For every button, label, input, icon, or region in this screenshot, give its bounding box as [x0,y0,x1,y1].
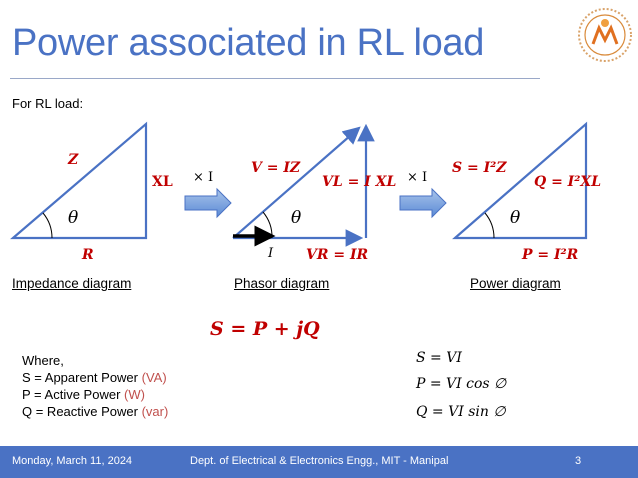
main-equation: S = P + jQ [210,318,320,340]
arrow-2-label: × I [407,170,428,185]
definition-apparent: S = Apparent Power (VA) [22,370,167,385]
equation-p: P = VI cos ∅ [416,376,507,392]
definition-active: P = Active Power (W) [22,387,145,402]
phasor-base-label: VR = IR [306,247,369,263]
slide-title: Power associated in RL load [12,22,485,64]
phasor-triangle [232,123,375,247]
power-base-label: P = I²R [522,247,579,263]
arrow-1-label: × I [193,170,214,185]
definition-reactive: Q = Reactive Power (var) [22,404,169,419]
equation-s: S = VI [416,350,462,366]
definitions-block: Where, S = Apparent Power (VA) P = Activ… [22,352,168,420]
power-caption: Power diagram [470,276,561,291]
impedance-hyp-label: Z [68,152,79,168]
unit-va: (VA) [141,370,167,385]
slide-footer: Monday, March 11, 2024 Dept. of Electric… [0,446,638,478]
equation-q: Q = VI sin ∅ [416,404,506,420]
footer-dept: Dept. of Electrical & Electronics Engg.,… [190,455,449,467]
impedance-angle-label: θ [68,208,79,228]
title-divider [10,78,540,79]
power-triangle [452,121,588,240]
slide-subtitle: For RL load: [12,96,84,111]
phasor-caption: Phasor diagram [234,276,330,291]
footer-page-number: 3 [575,455,582,467]
unit-w: (W) [124,387,145,402]
impedance-side-label: XL [152,174,173,190]
phasor-side-label: VL = I XL [322,174,397,190]
multiply-current-arrow-2 [399,187,447,219]
definitions-heading: Where, [22,353,64,368]
phasor-angle-label: θ [291,208,302,228]
impedance-caption: Impedance diagram [12,276,132,291]
multiply-current-arrow-1 [184,187,232,219]
institute-seal-icon [578,8,632,62]
footer-date: Monday, March 11, 2024 [12,455,133,467]
unit-var: (var) [141,404,169,419]
power-hyp-label: S = I²Z [452,160,507,176]
power-side-label: Q = I²XL [534,174,602,190]
power-angle-label: θ [510,208,521,228]
impedance-base-label: R [82,247,94,263]
phasor-hyp-label: V = IZ [251,160,301,176]
institute-logo [575,6,635,64]
phasor-current-label: I [268,246,274,261]
impedance-triangle [10,121,148,240]
diagram-canvas [10,121,588,247]
